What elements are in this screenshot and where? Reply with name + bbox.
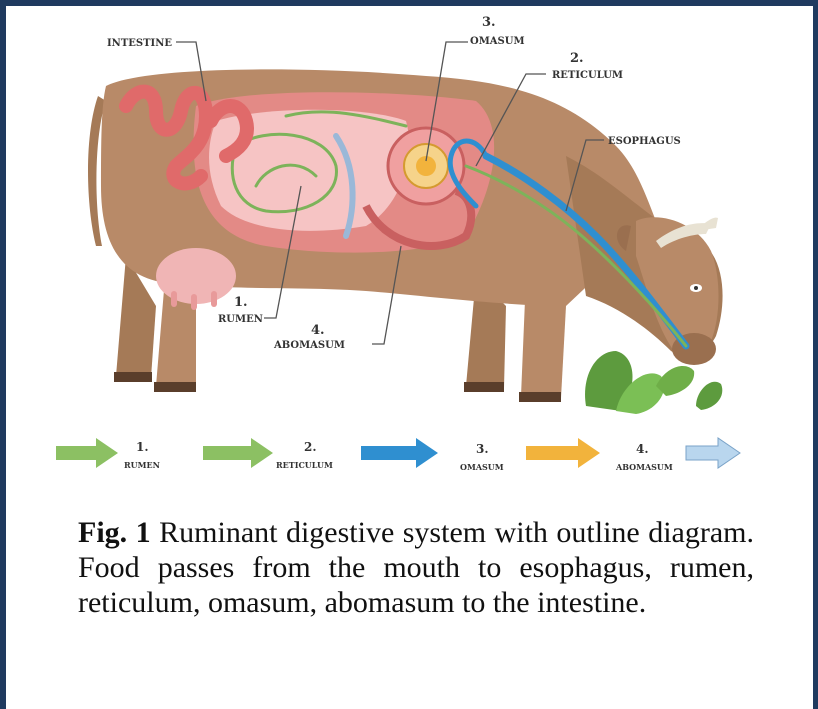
flow-step-2-number: 2. — [304, 440, 317, 454]
figure-caption: Fig. 1 Ruminant digestive system with ou… — [78, 515, 754, 620]
flow-arrows: 1. RUMEN 2. RETICULUM 3. OMASUM 4. ABOMA… — [56, 438, 740, 472]
label-omasum-number: 3. — [482, 15, 496, 30]
flow-step-4-label: ABOMASUM — [615, 462, 673, 472]
flow-arrow-abomasum — [526, 438, 600, 468]
label-abomasum-number: 4. — [311, 323, 325, 338]
flow-arrow-rumen — [56, 438, 118, 468]
label-omasum: OMASUM — [470, 36, 525, 47]
flow-step-1-label: RUMEN — [124, 460, 160, 470]
label-intestine: INTESTINE — [107, 38, 172, 49]
label-rumen-number: 1. — [234, 295, 248, 310]
flow-arrow-end — [686, 438, 740, 468]
ruminant-diagram: INTESTINE 3. OMASUM 2. RETICULUM ESOPHAG… — [6, 6, 812, 486]
label-reticulum: RETICULUM — [552, 70, 623, 81]
label-rumen: RUMEN — [218, 314, 263, 325]
label-esophagus: ESOPHAGUS — [608, 136, 681, 147]
flow-arrow-omasum — [361, 438, 438, 468]
flow-step-2-label: RETICULUM — [276, 460, 333, 470]
flow-step-1-number: 1. — [136, 440, 149, 454]
label-reticulum-number: 2. — [570, 51, 584, 66]
flow-step-4-number: 4. — [636, 442, 649, 456]
frame-right-border — [813, 0, 818, 709]
caption-text: Ruminant digestive system with outline d… — [78, 516, 754, 619]
flow-arrow-reticulum — [203, 438, 273, 468]
flow-step-3-number: 3. — [476, 442, 489, 456]
caption-figure-label: Fig. 1 — [78, 516, 151, 549]
flow-step-3-label: OMASUM — [460, 462, 504, 472]
label-abomasum: ABOMASUM — [273, 340, 345, 351]
